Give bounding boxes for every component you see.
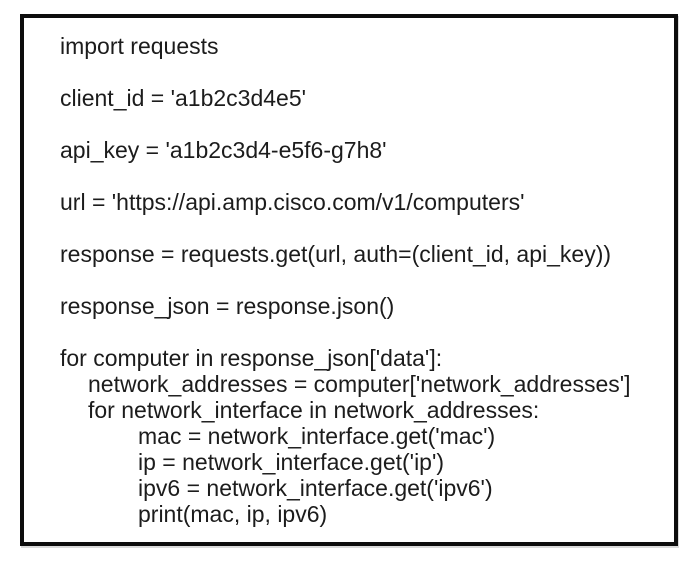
code-blank-line bbox=[60, 267, 664, 293]
code-line: ipv6 = network_interface.get('ipv6') bbox=[138, 475, 493, 501]
code-exhibit-box: import requests client_id = 'a1b2c3d4e5'… bbox=[20, 14, 678, 546]
code-line: import requests bbox=[60, 33, 219, 59]
code-line: client_id = 'a1b2c3d4e5' bbox=[60, 85, 307, 111]
code-line: for network_interface in network_address… bbox=[88, 397, 540, 423]
code-line: ip = network_interface.get('ip') bbox=[138, 449, 445, 475]
code-line: for computer in response_json['data']: bbox=[60, 345, 443, 371]
code-blank-line bbox=[60, 111, 664, 137]
code-line: response = requests.get(url, auth=(clien… bbox=[60, 241, 612, 267]
code-block: import requests client_id = 'a1b2c3d4e5'… bbox=[24, 18, 674, 537]
code-line: mac = network_interface.get('mac') bbox=[138, 423, 496, 449]
code-blank-line bbox=[60, 215, 664, 241]
code-line: network_addresses = computer['network_ad… bbox=[88, 371, 631, 397]
code-blank-line bbox=[60, 163, 664, 189]
code-line: print(mac, ip, ipv6) bbox=[138, 501, 328, 527]
code-blank-line bbox=[60, 59, 664, 85]
code-line: api_key = 'a1b2c3d4-e5f6-g7h8' bbox=[60, 137, 387, 163]
code-line: response_json = response.json() bbox=[60, 293, 395, 319]
code-line: url = 'https://api.amp.cisco.com/v1/comp… bbox=[60, 189, 525, 215]
code-blank-line bbox=[60, 319, 664, 345]
